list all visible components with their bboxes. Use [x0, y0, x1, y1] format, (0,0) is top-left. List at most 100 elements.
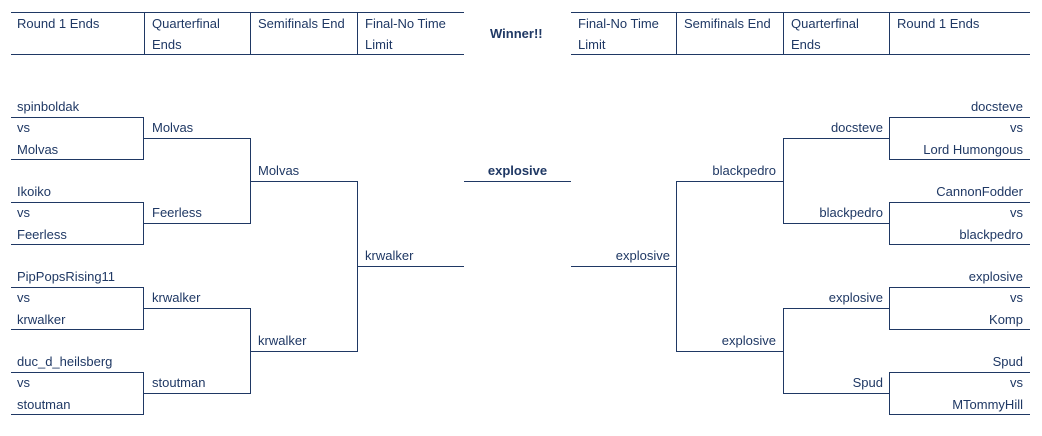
- bracket-line: [889, 202, 1030, 203]
- bracket-line: [783, 308, 784, 394]
- right-r1-m4-vs: vs: [1010, 375, 1023, 390]
- bracket-line: [677, 181, 784, 182]
- bracket-line: [889, 244, 1030, 245]
- bracket-line: [784, 308, 890, 309]
- right-r1-m2-player1: CannonFodder: [936, 184, 1023, 199]
- right-r1-m3-player2: Komp: [989, 312, 1023, 327]
- right-sf-2: explosive: [721, 333, 776, 348]
- bracket-line: [11, 287, 144, 288]
- bracket-line: [250, 308, 251, 394]
- bracket-line: [143, 372, 144, 415]
- bracket-line: [358, 266, 464, 267]
- left-r1-m3-player1: PipPopsRising11: [17, 269, 116, 284]
- right-header-bottom-line: [571, 54, 1030, 55]
- bracket-line: [889, 329, 1030, 330]
- bracket-line: [11, 159, 144, 160]
- left-header-semifinal: Semifinals End: [258, 16, 345, 31]
- left-header-quarterfinal: Quarterfinal Ends: [152, 16, 220, 52]
- bracket-line: [11, 117, 144, 118]
- header-divider: [889, 12, 890, 55]
- bracket-line: [11, 202, 144, 203]
- right-r1-m2-vs: vs: [1010, 205, 1023, 220]
- right-r1-m3-player1: explosive: [968, 269, 1023, 284]
- bracket-line: [889, 117, 1030, 118]
- right-r1-m4-player1: Spud: [992, 354, 1023, 369]
- left-r1-m4-player1: duc_d_heilsberg: [17, 354, 113, 369]
- bracket-line: [11, 414, 144, 415]
- left-r1-m1-vs: vs: [17, 120, 30, 135]
- bracket-line: [889, 159, 1030, 160]
- right-header-top-line: [571, 12, 1030, 13]
- header-divider: [144, 12, 145, 55]
- bracket-line: [571, 266, 677, 267]
- bracket-line: [144, 138, 251, 139]
- right-r1-m2-player2: blackpedro: [959, 227, 1023, 242]
- right-header-semifinal: Semifinals End: [684, 16, 771, 31]
- right-qf-1: docsteve: [830, 120, 883, 135]
- left-header-top-line: [11, 12, 464, 13]
- bracket-line: [143, 117, 144, 160]
- left-r1-m4-player2: stoutman: [17, 397, 71, 412]
- right-r1-m3-vs: vs: [1010, 290, 1023, 305]
- left-sf-1: Molvas: [258, 163, 300, 178]
- bracket-line: [889, 372, 1030, 373]
- bracket-line: [677, 351, 784, 352]
- left-sf-2: krwalker: [258, 333, 307, 348]
- left-r1-m2-player2: Feerless: [17, 227, 67, 242]
- left-r1-m1-player1: spinboldak: [17, 99, 80, 114]
- left-qf-3: krwalker: [152, 290, 201, 305]
- bracket-line: [784, 223, 890, 224]
- right-sf-1: blackpedro: [712, 163, 776, 178]
- right-header-quarterfinal: Quarterfinal Ends: [791, 16, 859, 52]
- bracket-line: [11, 244, 144, 245]
- bracket-line: [144, 393, 251, 394]
- bracket-line: [889, 414, 1030, 415]
- bracket-line: [144, 308, 251, 309]
- left-header-final: Final-No Time Limit: [365, 16, 446, 52]
- left-r1-m1-player2: Molvas: [17, 142, 59, 157]
- bracket-line: [251, 181, 358, 182]
- left-qf-2: Feerless: [152, 205, 202, 220]
- right-header-final: Final-No Time Limit: [578, 16, 659, 52]
- left-r1-m2-vs: vs: [17, 205, 30, 220]
- left-qf-1: Molvas: [152, 120, 194, 135]
- tournament-winner: explosive: [487, 163, 548, 178]
- right-r1-m1-player1: docsteve: [970, 99, 1023, 114]
- right-r1-m1-vs: vs: [1010, 120, 1023, 135]
- bracket-line: [251, 351, 358, 352]
- left-r1-m2-player1: Ikoiko: [17, 184, 51, 199]
- bracket-line: [889, 287, 890, 330]
- left-finalist: krwalker: [365, 248, 414, 263]
- bracket-line: [144, 223, 251, 224]
- bracket-line: [250, 138, 251, 224]
- bracket-line: [11, 329, 144, 330]
- bracket-line: [143, 287, 144, 330]
- winner-line: [464, 181, 571, 182]
- right-r1-m4-player2: MTommyHill: [952, 397, 1023, 412]
- left-r1-m3-player2: krwalker: [17, 312, 66, 327]
- left-header-bottom-line: [11, 54, 464, 55]
- bracket-line: [784, 393, 890, 394]
- bracket-line: [783, 138, 784, 224]
- right-qf-2: blackpedro: [819, 205, 883, 220]
- bracket-line: [143, 202, 144, 245]
- bracket-line: [11, 372, 144, 373]
- right-header-round1: Round 1 Ends: [897, 16, 980, 31]
- bracket-line: [889, 287, 1030, 288]
- left-header-round1: Round 1 Ends: [17, 16, 100, 31]
- header-divider: [783, 12, 784, 55]
- winner-header: Winner!!: [490, 26, 543, 41]
- bracket-line: [889, 117, 890, 160]
- left-r1-m3-vs: vs: [17, 290, 30, 305]
- header-divider: [676, 12, 677, 55]
- bracket-line: [784, 138, 890, 139]
- header-divider: [250, 12, 251, 55]
- right-qf-4: Spud: [852, 375, 883, 390]
- right-qf-3: explosive: [828, 290, 883, 305]
- header-divider: [357, 12, 358, 55]
- bracket-line: [357, 181, 358, 352]
- right-finalist: explosive: [615, 248, 670, 263]
- left-r1-m4-vs: vs: [17, 375, 30, 390]
- right-r1-m1-player2: Lord Humongous: [923, 142, 1023, 157]
- bracket-line: [889, 202, 890, 245]
